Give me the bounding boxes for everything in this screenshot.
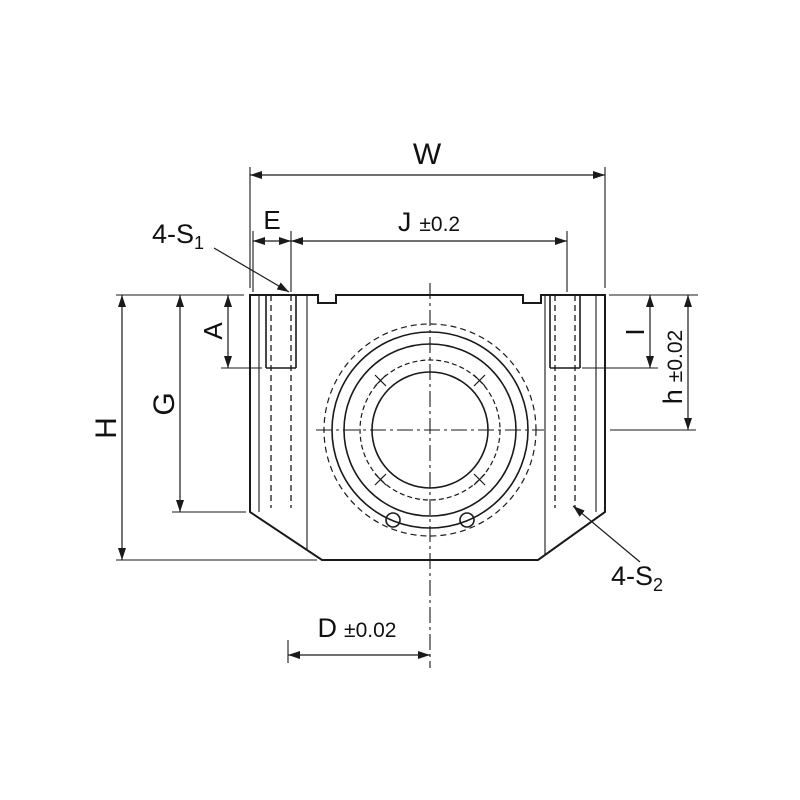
- dim-G-label: G: [148, 392, 181, 415]
- dim-J-label: J±0.2: [398, 207, 460, 237]
- body-outline: [249, 294, 606, 561]
- part-body: [249, 294, 606, 561]
- retainer-hole-left: [385, 512, 401, 528]
- centerlines: [316, 283, 544, 668]
- dim-H-label: H: [90, 417, 123, 439]
- dim-h: h±0.02: [610, 295, 696, 431]
- dim-D-label: D±0.02: [318, 613, 397, 643]
- callout-S2: 4-S2: [572, 505, 663, 595]
- dim-W: W: [249, 138, 606, 288]
- callout-S1: 4-S1: [152, 219, 290, 293]
- dim-I: I: [582, 294, 698, 369]
- dim-A: A: [198, 295, 262, 369]
- callout-S1-label: 4-S1: [152, 219, 204, 253]
- dim-E-label: E: [263, 205, 280, 235]
- right-mounting-hole: [549, 295, 581, 508]
- leader-line: [572, 505, 641, 563]
- track-cross-marks: [374, 374, 486, 486]
- dim-A-label: A: [198, 322, 228, 340]
- dim-I-label: I: [620, 328, 650, 335]
- dim-W-label: W: [413, 138, 442, 171]
- left-mounting-hole: [265, 295, 297, 508]
- dim-G: G: [148, 295, 246, 513]
- leader-line: [213, 247, 290, 293]
- dim-h-label: h±0.02: [658, 330, 688, 404]
- callout-S2-label: 4-S2: [611, 561, 663, 595]
- retainer-hole-right: [459, 512, 475, 528]
- dim-E-J: E J±0.2: [252, 205, 568, 292]
- dim-D: D±0.02: [287, 613, 430, 663]
